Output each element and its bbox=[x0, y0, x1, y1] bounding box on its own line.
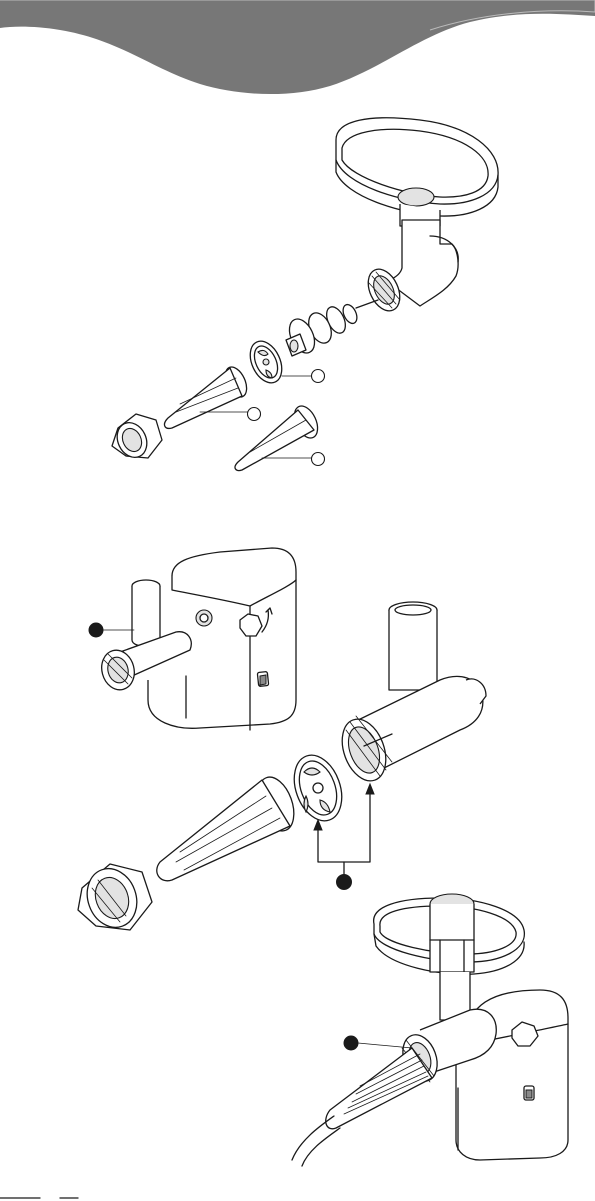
pusher-part bbox=[430, 894, 474, 972]
header-wave bbox=[0, 0, 595, 94]
auger-part bbox=[284, 300, 378, 357]
callout-marker bbox=[312, 370, 325, 383]
plate-large-part bbox=[286, 749, 351, 828]
callout-marker bbox=[337, 875, 352, 890]
sausage-tube-large-part bbox=[165, 364, 251, 429]
sausage-tube-assembly-part bbox=[157, 772, 301, 881]
figure-assembly-view bbox=[78, 548, 486, 934]
ring-nut-part bbox=[112, 414, 162, 462]
figure-in-use-view bbox=[292, 894, 568, 1166]
callout-marker bbox=[344, 1036, 358, 1050]
plate-part bbox=[244, 336, 288, 388]
ring-nut-large-part bbox=[78, 862, 152, 935]
grinder-housing-part bbox=[334, 602, 486, 787]
callout-group-fig2-left bbox=[89, 623, 134, 637]
callout-marker bbox=[248, 408, 261, 421]
callout-marker bbox=[312, 453, 325, 466]
grinder-body-part bbox=[362, 220, 458, 316]
hopper-tray-part bbox=[336, 118, 498, 226]
sausage-output-part bbox=[292, 1048, 432, 1166]
figure-exploded-view bbox=[112, 118, 498, 471]
callout-marker bbox=[89, 623, 103, 637]
